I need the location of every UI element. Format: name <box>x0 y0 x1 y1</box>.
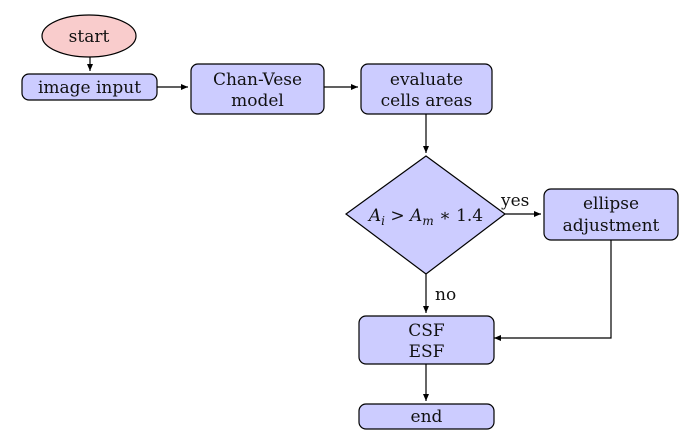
evaluate-box <box>360 63 493 115</box>
node-image-input: image input <box>21 73 158 101</box>
image-input-box <box>21 73 158 101</box>
chan-vese-box <box>190 63 325 115</box>
edge-ellipse-to-csf-esf <box>494 240 612 341</box>
node-ellipse-adjustment: ellipse adjustment <box>543 188 679 241</box>
csf-esf-label-line2: ESF <box>409 342 445 362</box>
ellipse-adjustment-box <box>543 188 679 241</box>
ellipse-adjustment-label-line2: adjustment <box>563 216 660 236</box>
node-chan-vese: Chan-Vese model <box>190 63 325 115</box>
node-start: start <box>41 14 137 58</box>
decision-condition: Ai > Am ∗ 1.4 <box>367 206 483 228</box>
ellipse-adjustment-label-line1: ellipse <box>583 194 639 214</box>
evaluate-label-line1: evaluate <box>390 70 463 90</box>
csf-esf-box <box>358 315 495 365</box>
chan-vese-label-line2: model <box>231 91 284 111</box>
csf-esf-label-line1: CSF <box>408 321 445 341</box>
start-terminal-shape <box>41 14 137 58</box>
end-box <box>358 403 495 430</box>
node-csf-esf: CSF ESF <box>358 315 495 365</box>
node-end: end <box>358 403 495 430</box>
edge-label-no: no <box>435 285 456 305</box>
end-label: end <box>411 407 443 427</box>
decision-diamond <box>344 155 507 275</box>
image-input-label: image input <box>38 78 141 98</box>
edges <box>87 57 612 401</box>
node-decision: Ai > Am ∗ 1.4 <box>344 155 507 275</box>
node-evaluate: evaluate cells areas <box>360 63 493 115</box>
edge-label-yes: yes <box>500 191 529 211</box>
chan-vese-label-line1: Chan-Vese <box>213 70 302 90</box>
start-label: start <box>69 27 110 47</box>
evaluate-label-line2: cells areas <box>381 91 473 111</box>
